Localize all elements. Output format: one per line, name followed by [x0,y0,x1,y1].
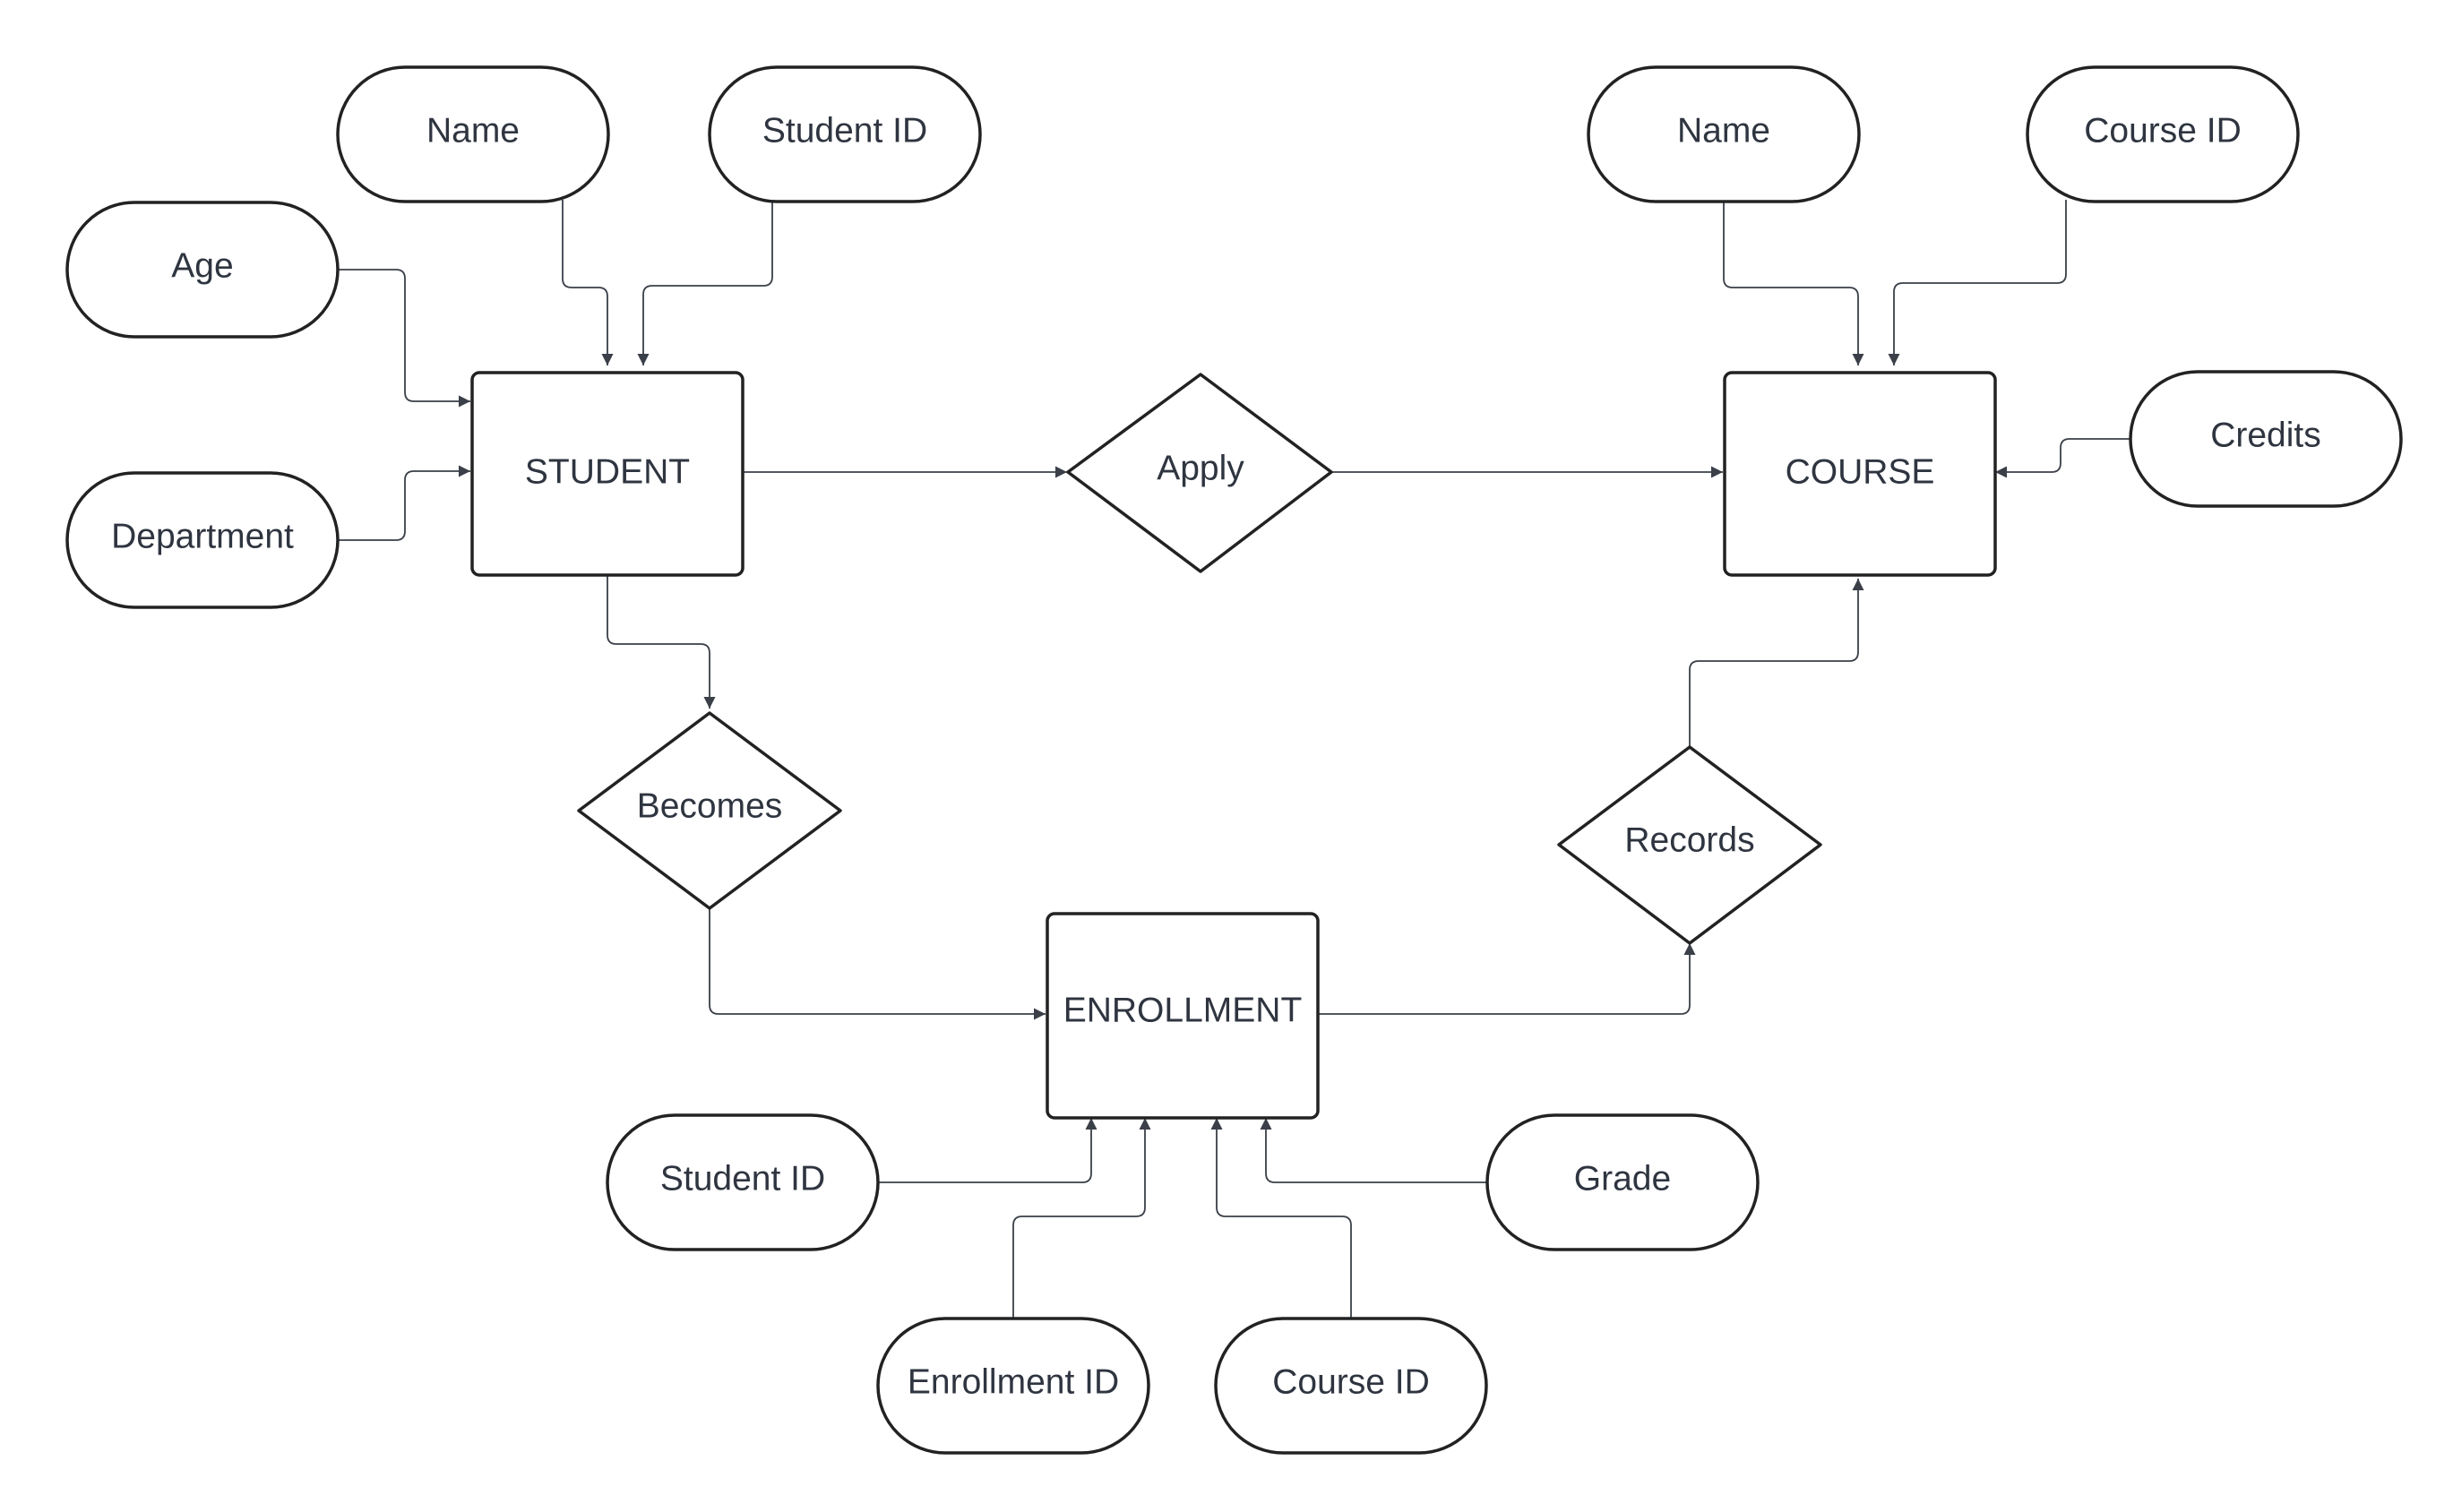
attribute-course-id-label: Course ID [2084,112,2242,150]
entity-student[interactable]: STUDENT [470,371,745,577]
connectors [338,200,2130,1319]
relationship-records[interactable]: Records [1557,745,1822,945]
attribute-age[interactable]: Age [65,201,340,339]
entity-enrollment[interactable]: ENROLLMENT [1046,912,1320,1120]
attribute-age-label: Age [171,247,233,286]
entity-student-label: STUDENT [525,453,690,492]
relationship-apply-label: Apply [1157,450,1244,488]
connector-becomes-to-enrollment [709,908,1046,1020]
attribute-grade[interactable]: Grade [1485,1113,1760,1251]
attribute-department[interactable]: Department [65,471,340,609]
connector-student-id-to-student [637,200,773,365]
attribute-grade-label: Grade [1574,1160,1671,1198]
relationship-becomes-label: Becomes [637,787,783,826]
attribute-course-name-label: Name [1677,112,1770,150]
attribute-enrollment-id[interactable]: Enrollment ID [876,1317,1150,1455]
attribute-student-id-label: Student ID [762,112,927,150]
relationship-becomes[interactable]: Becomes [577,711,842,910]
attribute-enrollment-course-id-label: Course ID [1272,1363,1430,1402]
connector-student-to-becomes [607,575,716,709]
connector-grade-to-enrollment [1260,1118,1487,1183]
attribute-enrollment-student-id[interactable]: Student ID [606,1113,880,1251]
connector-department-to-student [338,465,470,541]
connector-age-to-student [338,269,470,408]
attribute-enrollment-id-label: Enrollment ID [908,1363,1119,1402]
connector-course-name-to-course [1723,200,1864,365]
entity-enrollment-label: ENROLLMENT [1063,992,1303,1030]
connector-credits-to-course [1995,438,2130,478]
entity-course[interactable]: COURSE [1723,371,1997,577]
connector-enrollment-id-to-enrollment [1012,1118,1151,1319]
attribute-enrollment-course-id[interactable]: Course ID [1214,1317,1488,1455]
entity-course-label: COURSE [1786,453,1935,492]
relationship-records-label: Records [1624,821,1754,860]
connector-enrollment-course-id-to-enrollment [1210,1118,1352,1319]
attribute-credits-label: Credits [2210,417,2321,455]
connector-student-name-to-student [562,200,614,365]
attribute-credits[interactable]: Credits [2129,370,2403,508]
attribute-student-name-label: Name [426,112,520,150]
connector-course-id-to-course [1888,200,2067,365]
attribute-course-id[interactable]: Course ID [2026,65,2300,203]
attribute-student-id[interactable]: Student ID [708,65,982,203]
connector-enrollment-to-records [1318,943,1696,1015]
connector-records-to-course [1689,579,1864,747]
attribute-enrollment-student-id-label: Student ID [660,1160,825,1198]
connector-enrollment-student-id-to-enrollment [877,1118,1097,1183]
attribute-department-label: Department [111,518,294,556]
attribute-course-name[interactable]: Name [1587,65,1861,203]
attribute-student-name[interactable]: Name [336,65,610,203]
relationship-apply[interactable]: Apply [1066,373,1333,573]
